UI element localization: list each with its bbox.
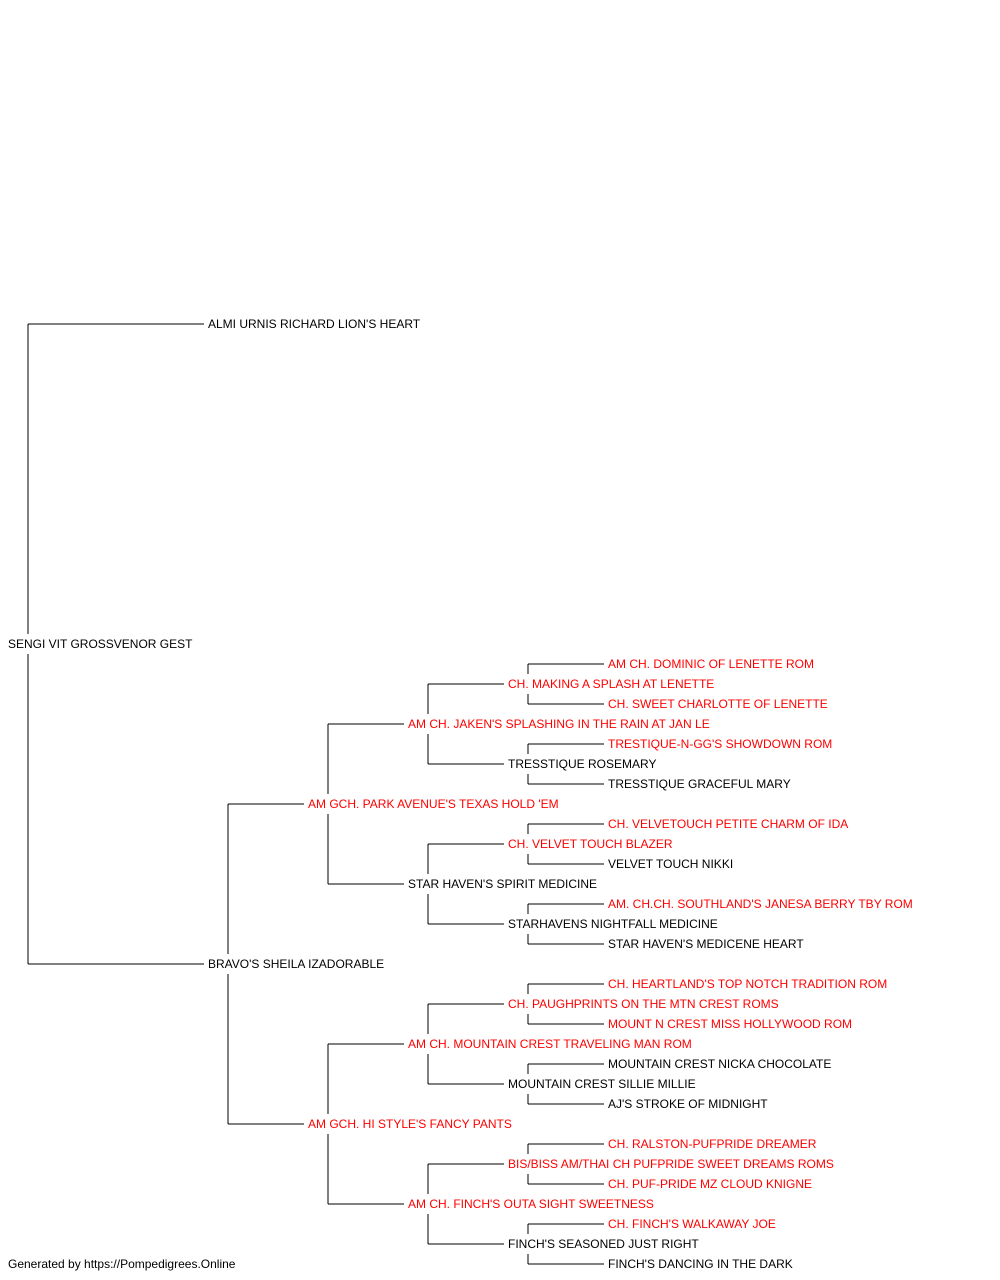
pedigree-entry-dam-sire-sire-sire-sire: AM CH. DOMINIC OF LENETTE ROM <box>608 657 815 671</box>
pedigree-entry-dam-dam-dam-dam: FINCH'S SEASONED JUST RIGHT <box>508 1237 699 1251</box>
pedigree-entry-dam-dam-dam-dam-dam: FINCH'S DANCING IN THE DARK <box>608 1257 793 1271</box>
pedigree-entry-dam-sire: AM GCH. PARK AVENUE'S TEXAS HOLD 'EM <box>308 797 559 811</box>
pedigree-entry-dam-sire-dam-dam: STARHAVENS NIGHTFALL MEDICINE <box>508 917 718 931</box>
pedigree-entry-dam-dam-dam: AM CH. FINCH'S OUTA SIGHT SWEETNESS <box>408 1197 654 1211</box>
pedigree-entry-dam-sire-dam-sire: CH. VELVET TOUCH BLAZER <box>508 837 673 851</box>
pedigree-entry-dam-sire-sire-dam-sire: TRESTIQUE-N-GG'S SHOWDOWN ROM <box>608 737 833 751</box>
pedigree-entry-dam-dam-sire-dam-sire: MOUNTAIN CREST NICKA CHOCOLATE <box>608 1057 832 1071</box>
pedigree-entry-dam-dam: AM GCH. HI STYLE'S FANCY PANTS <box>308 1117 512 1131</box>
pedigree-entry-dam-dam-dam-sire-sire: CH. RALSTON-PUFPRIDE DREAMER <box>608 1137 817 1151</box>
pedigree-entry-dam-sire-sire-sire: CH. MAKING A SPLASH AT LENETTE <box>508 677 715 691</box>
generated-by-footer: Generated by https://Pompedigrees.Online <box>8 1257 236 1271</box>
pedigree-entry-dam-dam-sire-dam-dam: AJ'S STROKE OF MIDNIGHT <box>608 1097 768 1111</box>
pedigree-entry-dam-sire-sire-dam: TRESSTIQUE ROSEMARY <box>508 757 657 771</box>
pedigree-entry-dam: BRAVO'S SHEILA IZADORABLE <box>208 957 385 971</box>
pedigree-entry-dam-sire-dam-sire-sire: CH. VELVETOUCH PETITE CHARM OF IDA <box>608 817 849 831</box>
pedigree-entry-dam-dam-dam-dam-sire: CH. FINCH'S WALKAWAY JOE <box>608 1217 776 1231</box>
pedigree-entry-dam-dam-sire: AM CH. MOUNTAIN CREST TRAVELING MAN ROM <box>408 1037 692 1051</box>
pedigree-entry-dam-dam-sire-dam: MOUNTAIN CREST SILLIE MILLIE <box>508 1077 696 1091</box>
pedigree-entry-dam-sire-sire-sire-dam: CH. SWEET CHARLOTTE OF LENETTE <box>608 697 828 711</box>
pedigree-entry-dam-dam-sire-sire-sire: CH. HEARTLAND'S TOP NOTCH TRADITION ROM <box>608 977 888 991</box>
pedigree-entry-dam-sire-dam-sire-dam: VELVET TOUCH NIKKI <box>608 857 734 871</box>
pedigree-entry-dam-sire-dam-dam-sire: AM. CH.CH. SOUTHLAND'S JANESA BERRY TBY … <box>608 897 913 911</box>
pedigree-entry-dam-dam-sire-sire: CH. PAUGHPRINTS ON THE MTN CREST ROMS <box>508 997 779 1011</box>
pedigree-entry-dam-sire-sire: AM CH. JAKEN'S SPLASHING IN THE RAIN AT … <box>408 717 710 731</box>
pedigree-entry-dam-dam-dam-sire-dam: CH. PUF-PRIDE MZ CLOUD KNIGNE <box>608 1177 813 1191</box>
pedigree-entry-sire: ALMI URNIS RICHARD LION'S HEART <box>208 317 421 331</box>
pedigree-entry-dam-sire-dam: STAR HAVEN'S SPIRIT MEDICINE <box>408 877 597 891</box>
pedigree-entry-subject: SENGI VIT GROSSVENOR GEST <box>8 637 193 651</box>
pedigree-entry-dam-dam-sire-sire-dam: MOUNT N CREST MISS HOLLYWOOD ROM <box>608 1017 853 1031</box>
pedigree-entry-dam-sire-sire-dam-dam: TRESSTIQUE GRACEFUL MARY <box>608 777 791 791</box>
pedigree-entry-dam-dam-dam-sire: BIS/BISS AM/THAI CH PUFPRIDE SWEET DREAM… <box>508 1157 834 1171</box>
pedigree-entry-dam-sire-dam-dam-dam: STAR HAVEN'S MEDICENE HEART <box>608 937 804 951</box>
